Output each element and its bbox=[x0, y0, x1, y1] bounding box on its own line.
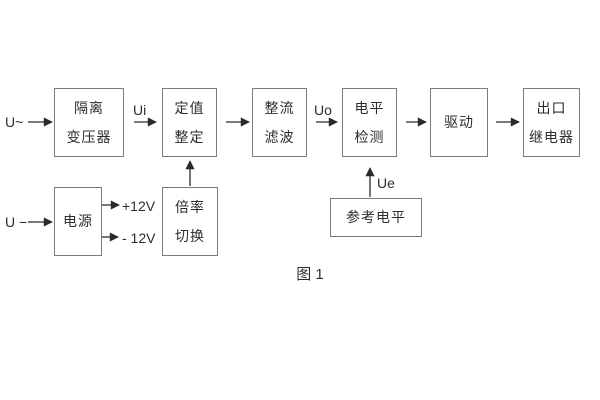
box-label: 电平 bbox=[354, 99, 385, 116]
box-power-supply: 电源 bbox=[54, 187, 102, 256]
box-isolation-transformer: 隔离 变压器 bbox=[54, 88, 124, 157]
label-ue: Ue bbox=[377, 175, 395, 191]
box-level-detect: 电平 检测 bbox=[342, 88, 397, 157]
figure-caption: 图 1 bbox=[296, 266, 324, 283]
label-ui: Ui bbox=[133, 102, 147, 118]
box-label: 倍率 bbox=[175, 198, 205, 215]
box-label: 隔离 bbox=[74, 99, 104, 116]
box-label: 出口 bbox=[536, 99, 567, 116]
box-label: 继电器 bbox=[529, 128, 574, 145]
box-label: 参考电平 bbox=[346, 209, 406, 225]
label-uo: Uo bbox=[314, 102, 332, 118]
label-input-ac: U~ bbox=[5, 114, 24, 130]
box-drive: 驱动 bbox=[430, 88, 488, 157]
label-minus-12v: - 12V bbox=[122, 230, 156, 246]
box-label: 整定 bbox=[174, 128, 205, 145]
box-label: 滤波 bbox=[264, 128, 295, 145]
box-label: 驱动 bbox=[444, 114, 474, 130]
box-output-relay: 出口 继电器 bbox=[523, 88, 580, 157]
box-label: 电源 bbox=[63, 213, 93, 229]
box-label: 检测 bbox=[354, 128, 385, 145]
box-ratio-switch: 倍率 切换 bbox=[162, 187, 218, 256]
box-setting-adjust: 定值 整定 bbox=[162, 88, 217, 157]
box-label: 切换 bbox=[175, 227, 205, 244]
box-label: 整流 bbox=[264, 99, 295, 116]
label-input-dc: U − bbox=[5, 214, 28, 230]
label-plus-12v: +12V bbox=[122, 198, 156, 214]
box-rectify-filter: 整流 滤波 bbox=[252, 88, 307, 157]
box-label: 定值 bbox=[174, 99, 205, 116]
box-label: 变压器 bbox=[66, 128, 112, 145]
box-reference-level: 参考电平 bbox=[330, 198, 422, 237]
